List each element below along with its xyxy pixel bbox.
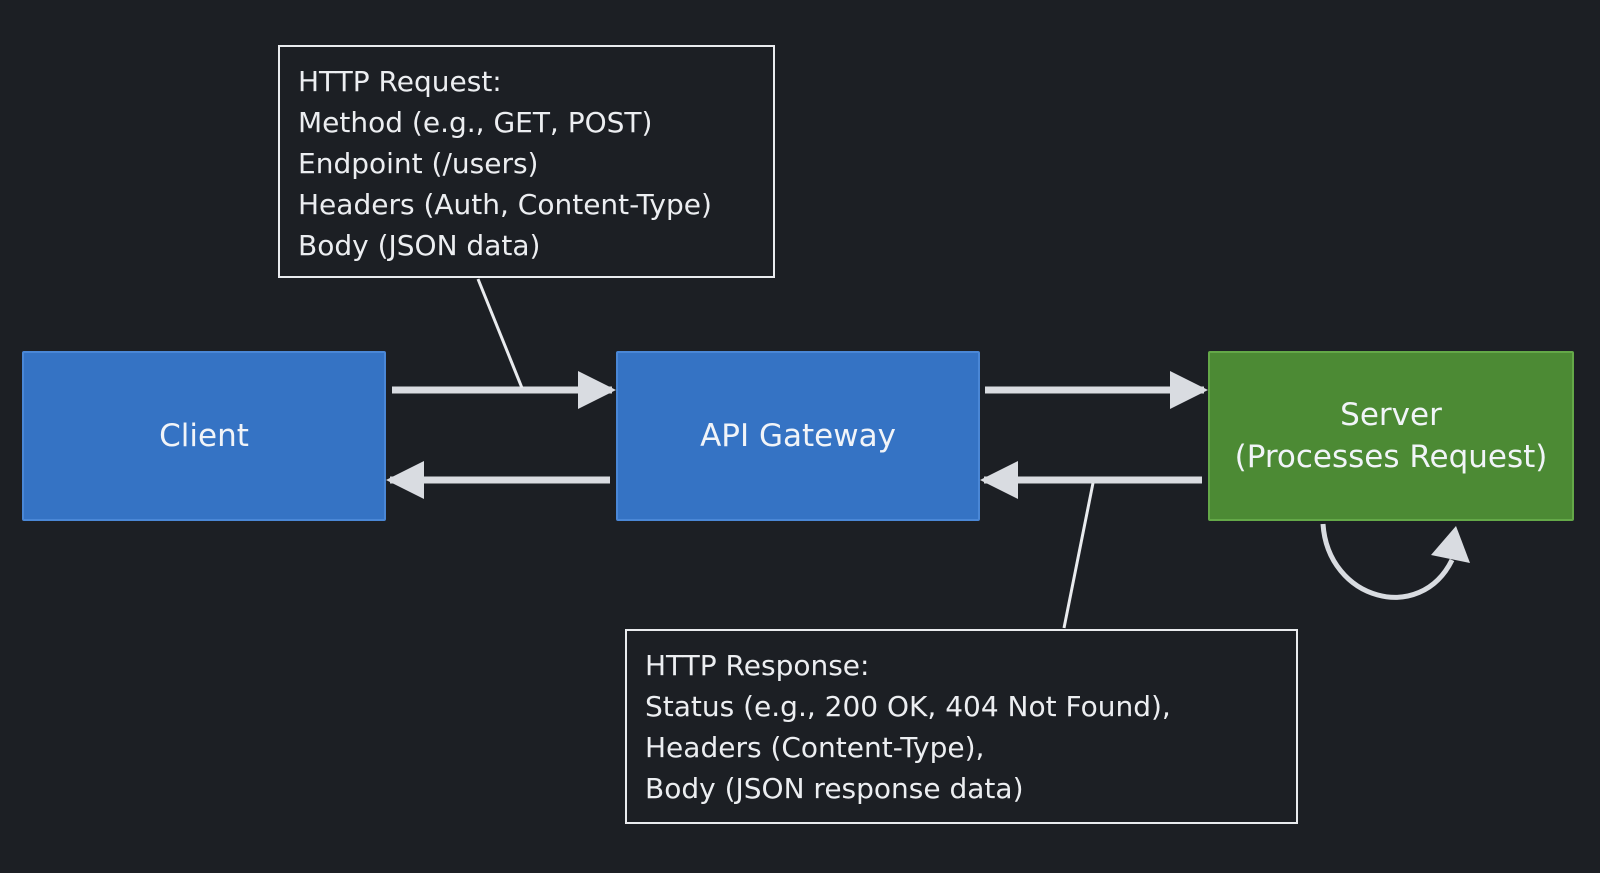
request-note-line: Headers (Auth, Content-Type): [298, 188, 712, 221]
http-request-note: HTTP Request: Method (e.g., GET, POST) E…: [278, 45, 775, 278]
api-gateway-node: API Gateway: [616, 351, 980, 521]
response-note-line: Status (e.g., 200 OK, 404 Not Found),: [645, 690, 1171, 723]
response-note-line: Body (JSON response data): [645, 772, 1024, 805]
request-note-line: Method (e.g., GET, POST): [298, 106, 653, 139]
server-self-loop-arrowhead: [1431, 526, 1470, 563]
response-note-line: Headers (Content-Type),: [645, 731, 985, 764]
http-response-note: HTTP Response: Status (e.g., 200 OK, 404…: [625, 629, 1298, 824]
client-node-label: Client: [159, 418, 249, 454]
response-callout-connector: [1062, 482, 1095, 629]
server-node-subtitle: (Processes Request): [1234, 439, 1548, 475]
response-note-line: HTTP Response:: [645, 649, 870, 682]
server-node: Server (Processes Request): [1208, 351, 1574, 521]
request-note-line: Endpoint (/users): [298, 147, 539, 180]
request-callout-connector: [476, 278, 524, 389]
server-self-loop-arrow: [1320, 523, 1455, 600]
client-node: Client: [22, 351, 386, 521]
api-gateway-node-label: API Gateway: [700, 418, 896, 454]
request-note-line: HTTP Request:: [298, 65, 502, 98]
server-node-title: Server: [1340, 397, 1442, 433]
request-note-line: Body (JSON data): [298, 229, 541, 262]
